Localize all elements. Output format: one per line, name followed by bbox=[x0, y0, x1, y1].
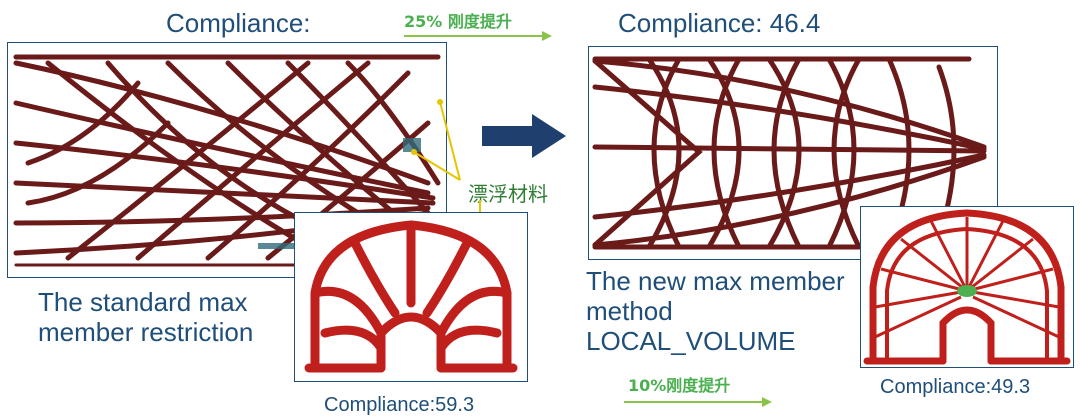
bottom-improvement-arrow bbox=[624, 397, 772, 407]
top-improvement-label: 25% 刚度提升 bbox=[404, 12, 512, 31]
right-inset-compliance: Compliance:49.3 bbox=[880, 376, 1031, 398]
left-caption: The standard max member restriction bbox=[38, 287, 254, 347]
left-structure-image bbox=[13, 54, 441, 267]
left-inset-panel bbox=[294, 212, 528, 382]
right-caption: The new max member method LOCAL_VOLUME bbox=[586, 266, 845, 356]
left-inset-compliance: Compliance:59.3 bbox=[324, 394, 475, 416]
floating-material-label: 漂浮材料 bbox=[468, 182, 548, 206]
top-improvement-arrow bbox=[404, 31, 552, 41]
right-structure-image bbox=[592, 56, 987, 250]
right-inset-image bbox=[863, 209, 1071, 365]
right-inset-panel bbox=[860, 206, 1074, 368]
left-inset-image bbox=[304, 220, 518, 373]
bottom-improvement-label: 10%刚度提升 bbox=[628, 376, 731, 395]
transition-arrow-icon bbox=[482, 114, 566, 158]
right-compliance-title: Compliance: 46.4 bbox=[618, 8, 821, 38]
right-structure-panel bbox=[588, 46, 998, 260]
